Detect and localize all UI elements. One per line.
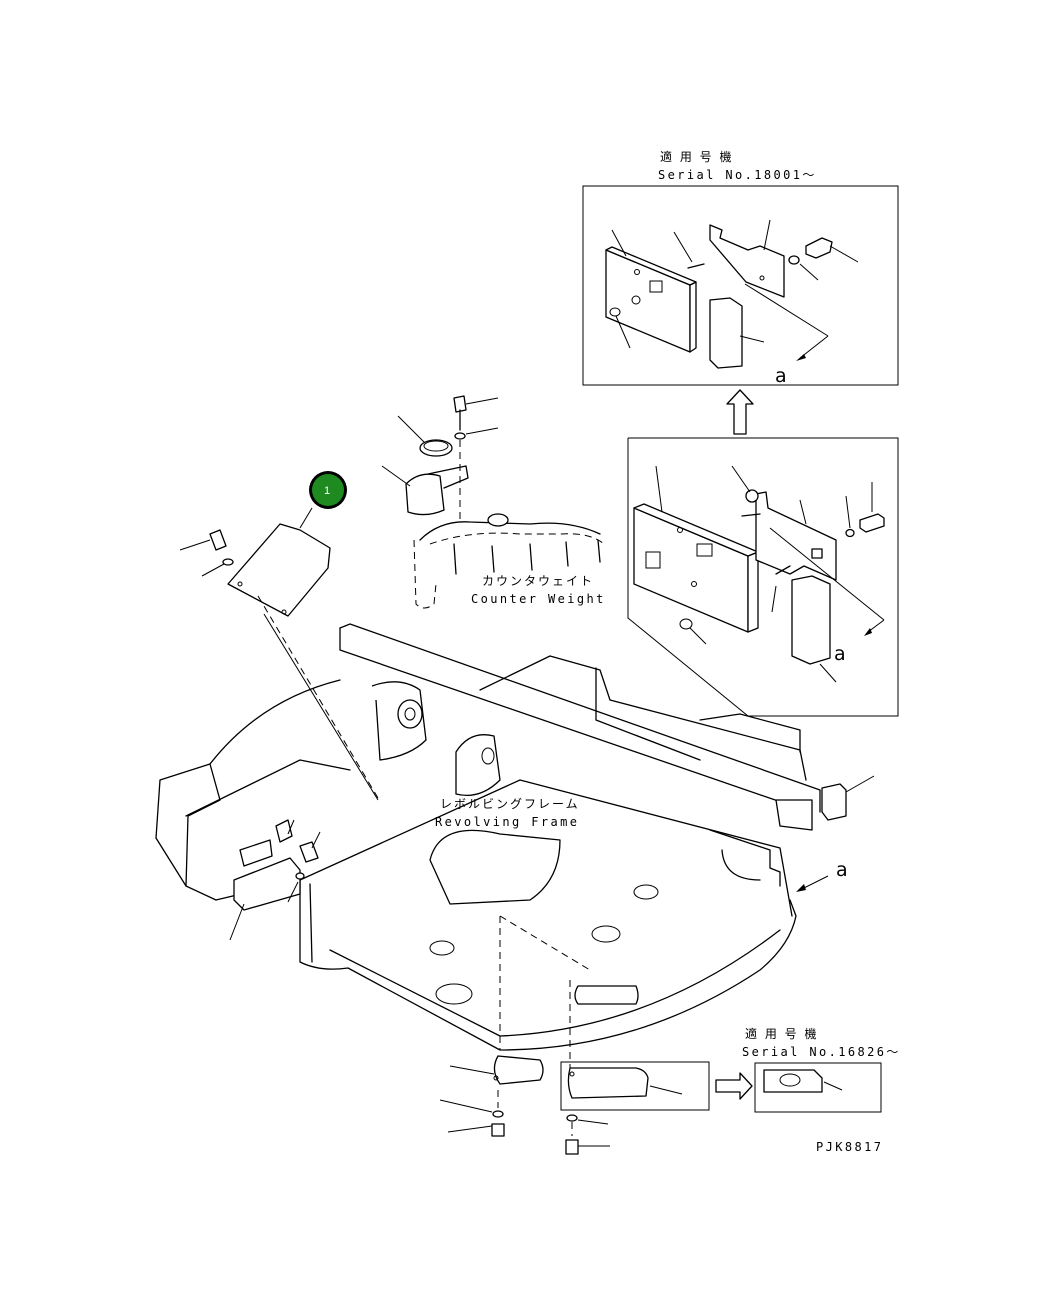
- lower-left-bolt: [491, 1123, 505, 1137]
- callout-number: 1: [324, 485, 330, 497]
- inset-mid-frame: [627, 437, 899, 717]
- lower-left-cover: [493, 1055, 544, 1085]
- counter-weight-en-label: Counter Weight: [471, 592, 606, 606]
- revolving-frame-en-label: Revolving Frame: [435, 815, 579, 829]
- frame-view-ref: a: [836, 859, 848, 881]
- revolving-frame: a レボルビングフレーム Revolving Frame: [155, 623, 875, 1080]
- right-arrow: [715, 1072, 753, 1100]
- lower-right-bolt: [565, 1139, 579, 1155]
- plate-washer: [222, 558, 234, 566]
- inset-top-bracket: [709, 224, 785, 298]
- inset-mid-view-ref: a: [834, 643, 846, 665]
- inset-top-washer: [788, 255, 800, 265]
- inset-top-view-ref: a: [775, 365, 787, 387]
- inset-top-serial-label: Serial No.18001～: [658, 168, 817, 182]
- sleeve-part: [405, 473, 445, 516]
- counter-weight-jp-label: カウンタウェイト: [482, 574, 594, 588]
- ring-clamp: [419, 439, 453, 457]
- inset-mid-pad: [791, 575, 831, 665]
- counter-weight-area: カウンタウェイト Counter Weight: [381, 395, 606, 609]
- lower-cover-box: [560, 1061, 710, 1111]
- callout-badge-1[interactable]: 1: [309, 471, 347, 509]
- inset-bottom-serial-label: Serial No.16826～: [742, 1045, 901, 1059]
- inset-mid-washer: [845, 528, 855, 538]
- inset-serial-18001: 適 用 号 機 Serial No.18001～ a: [582, 149, 899, 387]
- inset-top-pad: [709, 297, 743, 369]
- part-1-cover-plate: [179, 507, 379, 801]
- inset-top-applicable-label: 適 用 号 機: [660, 149, 733, 164]
- under-cover-parts: 適 用 号 機 Serial No.16826～: [439, 1026, 901, 1155]
- inset-bottom-applicable-label: 適 用 号 機: [745, 1026, 818, 1041]
- inset-bottom-frame: [754, 1062, 882, 1113]
- inset-top-frame: [582, 185, 899, 386]
- lower-right-washer: [566, 1114, 578, 1122]
- lower-left-washer: [492, 1110, 504, 1118]
- revolving-frame-jp-label: レボルビングフレーム: [440, 797, 580, 811]
- top-bolt: [453, 395, 467, 413]
- inset-bottom-cover: [763, 1069, 823, 1093]
- inset-mid-bolt: [859, 513, 885, 533]
- left-side-plate: [233, 857, 301, 911]
- plate-bolt: [209, 529, 227, 551]
- top-washer: [454, 432, 466, 440]
- lower-right-cover: [567, 1067, 649, 1099]
- callout-circle: [312, 474, 344, 506]
- up-arrow: [726, 389, 754, 435]
- inset-mid-bracket: [755, 491, 837, 581]
- inset-top-bolt: [805, 237, 833, 259]
- right-pad: [821, 783, 847, 821]
- drawing-code: PJK8817: [816, 1140, 883, 1154]
- inset-mid: a: [627, 437, 899, 717]
